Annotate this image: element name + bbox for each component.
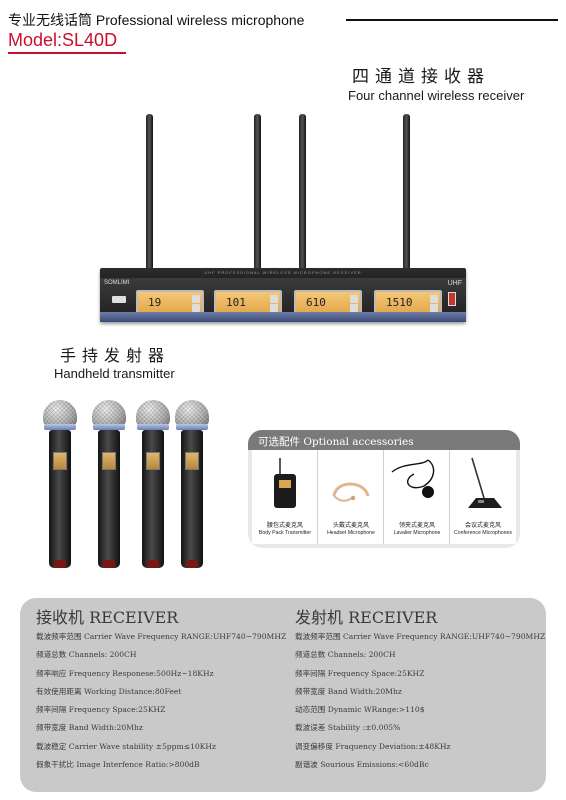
receiver-specs-heading: 接收机 RECEIVER [36,608,179,627]
handheld-mic-icon [91,400,127,572]
receiver-specs: 接收机 RECEIVER 载波频率范围 Carrier Wave Frequen… [36,604,286,776]
lavalier-icon [391,459,435,498]
antenna-icon [254,114,261,270]
title-rule [346,19,558,21]
accessory-label-cn: 会议式麦克风 [464,522,501,529]
accessory-headset: 头戴式麦克风 Headset Microphone [318,450,384,544]
accessory-label-cn: 领夹式麦克风 [398,522,435,529]
receiver-title-en: Four channel wireless receiver [348,88,525,103]
receiver-title-cn: 四通道接收器 [352,67,490,87]
spec-line: 频带宽度 Band Width:20Mhz [36,723,143,733]
transmitter-title-en: Handheld transmitter [54,366,175,381]
antenna-icon [403,114,410,270]
brochure-title: 专业无线话筒 Professional wireless microphone [8,12,305,28]
headset-icon [332,482,370,502]
accessory-label-cn: 头戴式麦克风 [332,522,369,529]
model-number: Model:SL40D [8,30,118,50]
channel-readout: 1510 [386,296,413,309]
specifications-panel [20,598,546,792]
spec-line: 载波频率范围 Carrier Wave Frequency RANGE:UHF7… [295,632,546,641]
accessory-bodypack: 腰包式麦克风 Body Pack Transmitter [252,450,318,544]
receiver-brand: SOMLIMI [104,280,130,286]
spec-line: 频带宽度 Band Width:20Mhz [295,686,402,696]
spec-line: 假象干扰比 Image Interfence Ratio:>800dB [36,760,200,770]
receiver-top-strip: UHF PROFESSIONAL WIRELESS MICROPHONE REC… [204,270,362,275]
spec-line: 调变偏移度 Fraquency Deviation:±48KHz [295,741,451,751]
bodypack-icon [274,458,296,508]
transmitter-title-cn: 手持发射器 [60,346,171,365]
spec-line: 动态范围 Dynamic WRange:>110$ [295,705,425,715]
accessory-label-en: Lavalier Microphone [393,530,441,536]
spec-line: 频率响应 Frequency Responese:500Hz~18KHz [36,668,214,678]
transmitter-specs-heading: 发射机 RECEIVER [295,608,438,627]
channel-display: 19 [136,290,204,314]
spec-line: 频率间隔 Frequency Space:25KHZ [295,668,425,678]
channel-display: 1510 [374,290,442,314]
spec-line: 载波频率范围 Carrier Wave Frequency RANGE:UHF7… [36,632,287,641]
channel-display: 101 [214,290,282,314]
accessory-label-en: Body Pack Transmitter [258,530,312,536]
spec-line: 有效使用距离 Working Distance:80Feet [36,686,182,696]
channel-readout: 610 [306,296,326,309]
power-switch-icon [448,292,456,306]
receiver-band-mark: UHF [447,280,462,287]
receiver-port-icon [112,296,126,303]
spec-line: 载波稳定 Carrier Wave stability ±5ppm≤10KHz [36,741,217,751]
channel-display: 610 [294,290,362,314]
antenna-icon [299,114,306,270]
handheld-mic-icon [174,400,210,572]
accessory-conference: 会议式麦克风 Conference Microphones [450,450,516,544]
channel-readout: 19 [148,296,162,309]
transmitter-specs: 发射机 RECEIVER 载波频率范围 Carrier Wave Frequen… [295,604,545,776]
handheld-mic-icon [135,400,171,572]
receiver-unit: UHF PROFESSIONAL WIRELESS MICROPHONE REC… [100,268,466,322]
accessory-lavalier: 领夹式麦克风 Lavalier Microphone [384,450,450,544]
spec-line: 频率间隔 Frequency Space:25KHZ [36,705,166,715]
accessory-label-cn: 腰包式麦克风 [266,522,303,529]
model-underline [8,52,126,54]
gooseneck-icon [468,457,502,508]
antenna-icon [146,114,153,270]
accessory-label-en: Headset Microphone [327,530,375,536]
spec-line: 频道总数 Channels: 200CH [295,650,396,660]
spec-line: 频道总数 Channels: 200CH [36,650,137,660]
accessories-title: 可选配件 Optional accessories [258,436,414,448]
spec-line: 载波误差 Stability :±0.005% [295,723,401,733]
accessory-label-en: Conference Microphones [454,530,512,536]
accessories-header [248,430,520,450]
spec-line: 副谐波 Sourious Emissions:<60dBc [295,760,429,770]
channel-readout: 101 [226,296,246,309]
handheld-mic-icon [42,400,78,572]
